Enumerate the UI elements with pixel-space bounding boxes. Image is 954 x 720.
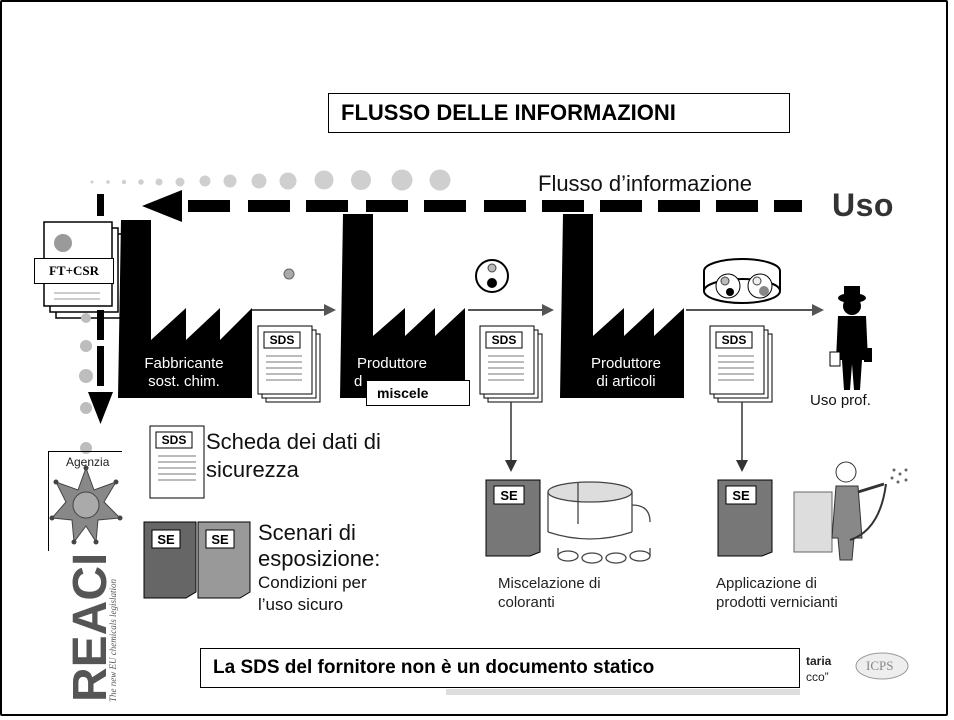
painting-caption: Applicazione di prodotti vernicianti bbox=[716, 574, 838, 612]
sds-document-2 bbox=[479, 325, 543, 403]
legend-se-documents bbox=[143, 521, 251, 599]
factory-mixture-icon bbox=[340, 214, 465, 398]
sds-document-1 bbox=[257, 325, 321, 403]
slide-title: FLUSSO DELLE INFORMAZIONI bbox=[328, 93, 790, 133]
professional-use-label: Uso prof. bbox=[810, 392, 871, 409]
article-producer-label: Produttore di articoli bbox=[568, 355, 684, 391]
painter-illustration bbox=[793, 461, 908, 561]
manufacturer-label: Fabbricante sost. chim. bbox=[120, 355, 248, 391]
se-document-2 bbox=[717, 479, 773, 557]
legend-se-sub2: l’uso sicuro bbox=[258, 595, 344, 614]
sds-document-3 bbox=[709, 325, 773, 403]
vertical-dots bbox=[79, 313, 93, 454]
flow-dots bbox=[90, 169, 451, 191]
reach-logo-tagline: The new EU chemicals legislation bbox=[108, 579, 118, 702]
mixture-icon bbox=[475, 259, 509, 293]
mixing-caption-line1: Miscelazione di bbox=[498, 575, 601, 592]
mixing-caption-line2: coloranti bbox=[498, 594, 555, 611]
sds-tag-3: SDS bbox=[721, 333, 747, 347]
legend-sds-line2: sicurezza bbox=[206, 457, 299, 482]
sds-tag-2: SDS bbox=[491, 333, 517, 347]
legend-se-title2: esposizione: bbox=[258, 546, 381, 571]
legend-se-text: Scenari di esposizione: Condizioni per l… bbox=[258, 520, 380, 616]
dossier-label: FT+CSR bbox=[34, 258, 114, 284]
mixture-producer-label-line1: Produttore bbox=[356, 355, 428, 372]
agency-label: Agenzia bbox=[66, 455, 110, 469]
article-icon bbox=[703, 258, 781, 304]
legend-se-title1: Scenari di bbox=[258, 520, 356, 545]
factory-article-icon bbox=[560, 214, 684, 398]
icps-logo bbox=[855, 652, 909, 680]
use-label: Uso bbox=[832, 187, 894, 223]
legend-sds-tag: SDS bbox=[161, 433, 187, 447]
footer-partial-line1: taria bbox=[806, 654, 832, 668]
legend-se-tag-1: SE bbox=[157, 532, 175, 547]
factory-manufacturer-icon bbox=[118, 220, 252, 398]
legend-sds-text: Scheda dei dati di sicurezza bbox=[206, 428, 381, 484]
manufacturer-label-line1: Fabbricante bbox=[144, 355, 224, 372]
painting-caption-line2: prodotti vernicianti bbox=[716, 594, 838, 611]
se-document-1 bbox=[485, 479, 541, 557]
footer-partial-line2: cco” bbox=[806, 670, 829, 684]
information-flow-arrow bbox=[142, 190, 802, 222]
reach-logo-word: REACH bbox=[64, 556, 117, 702]
mixture-producer-label: Produttore d bbox=[342, 355, 442, 391]
se-tag-2: SE bbox=[732, 488, 750, 503]
professional-user-icon bbox=[829, 286, 872, 390]
reach-logo: REACH The new EU chemicals legislation bbox=[64, 556, 118, 702]
article-producer-label-line1: Produttore bbox=[590, 355, 662, 372]
agency-star-icon bbox=[49, 465, 123, 545]
mixing-caption: Miscelazione di coloranti bbox=[498, 574, 601, 612]
article-producer-label-line2: di articoli bbox=[596, 373, 656, 390]
painting-caption-line1: Applicazione di bbox=[716, 575, 817, 592]
mixture-producer-label-line2: d bbox=[354, 373, 363, 390]
icps-logo-text: ICPS bbox=[866, 658, 894, 673]
mixture-box-label: miscele bbox=[366, 380, 470, 406]
vertical-flow-arrow bbox=[88, 194, 113, 424]
agency-box bbox=[48, 451, 122, 551]
footer-statement: La SDS del fornitore non è un documento … bbox=[200, 648, 800, 688]
sds-tag-1: SDS bbox=[269, 333, 295, 347]
legend-sds-document bbox=[149, 425, 205, 499]
manufacturer-label-line2: sost. chim. bbox=[148, 373, 220, 390]
se-tag-1: SE bbox=[500, 488, 518, 503]
legend-se-sub1: Condizioni per bbox=[258, 573, 367, 592]
legend-se-tag-2: SE bbox=[211, 532, 229, 547]
flow-label: Flusso d’informazione bbox=[538, 171, 752, 196]
legend-sds-line1: Scheda dei dati di bbox=[206, 429, 381, 454]
substance-icon bbox=[283, 268, 295, 280]
mixing-tank-illustration bbox=[547, 481, 651, 564]
